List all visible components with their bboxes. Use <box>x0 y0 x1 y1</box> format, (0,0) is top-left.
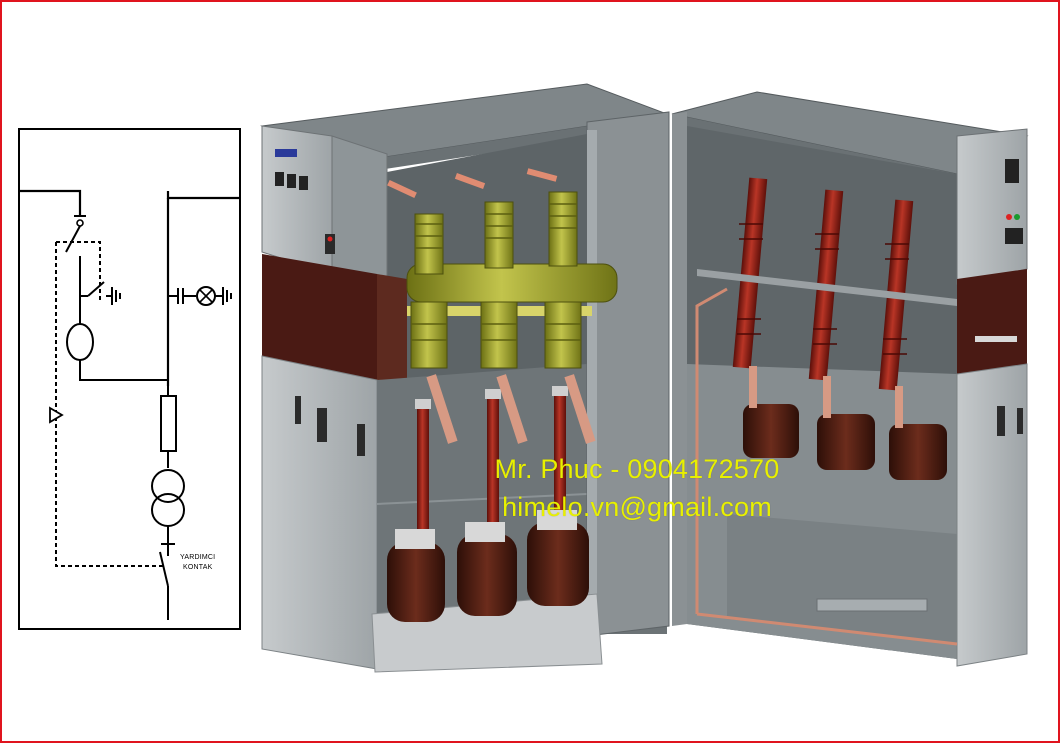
voltage-transformer-3 <box>527 510 589 606</box>
auxiliary-contact-label: YARDIMCI <box>180 554 216 561</box>
fuse-symbol <box>160 395 177 452</box>
fuse-tubes <box>415 374 596 536</box>
voltage-transformer-1 <box>387 529 445 622</box>
busbar-line <box>19 189 82 216</box>
voltage-transformers <box>387 510 589 622</box>
right-cubicle <box>671 91 1029 667</box>
contact-watermark-phone: Mr. Phuc - 0904172570 <box>494 454 780 484</box>
mechanical-interlock-line <box>56 241 101 300</box>
cable-terminations <box>695 177 958 646</box>
interlock-arrow-icon <box>49 406 64 424</box>
voltage-indicator-symbol <box>168 286 232 306</box>
earthing-switch-symbol <box>80 281 121 305</box>
switchgear-illustration <box>260 83 1029 673</box>
voltage-transformer-2 <box>457 522 517 616</box>
green-insulator-2 <box>454 173 518 369</box>
disconnector-symbol <box>65 215 86 280</box>
single-line-diagram <box>18 128 241 630</box>
current-transformers <box>743 366 947 480</box>
red-insulator-1 <box>732 177 768 369</box>
contact-watermark-email: himelo.vn@gmail.com <box>502 492 772 522</box>
auxiliary-contact-label-line2: KONTAK <box>183 564 213 571</box>
auxiliary-contact-symbol <box>159 543 175 620</box>
vacuum-circuit-breaker <box>387 168 618 369</box>
